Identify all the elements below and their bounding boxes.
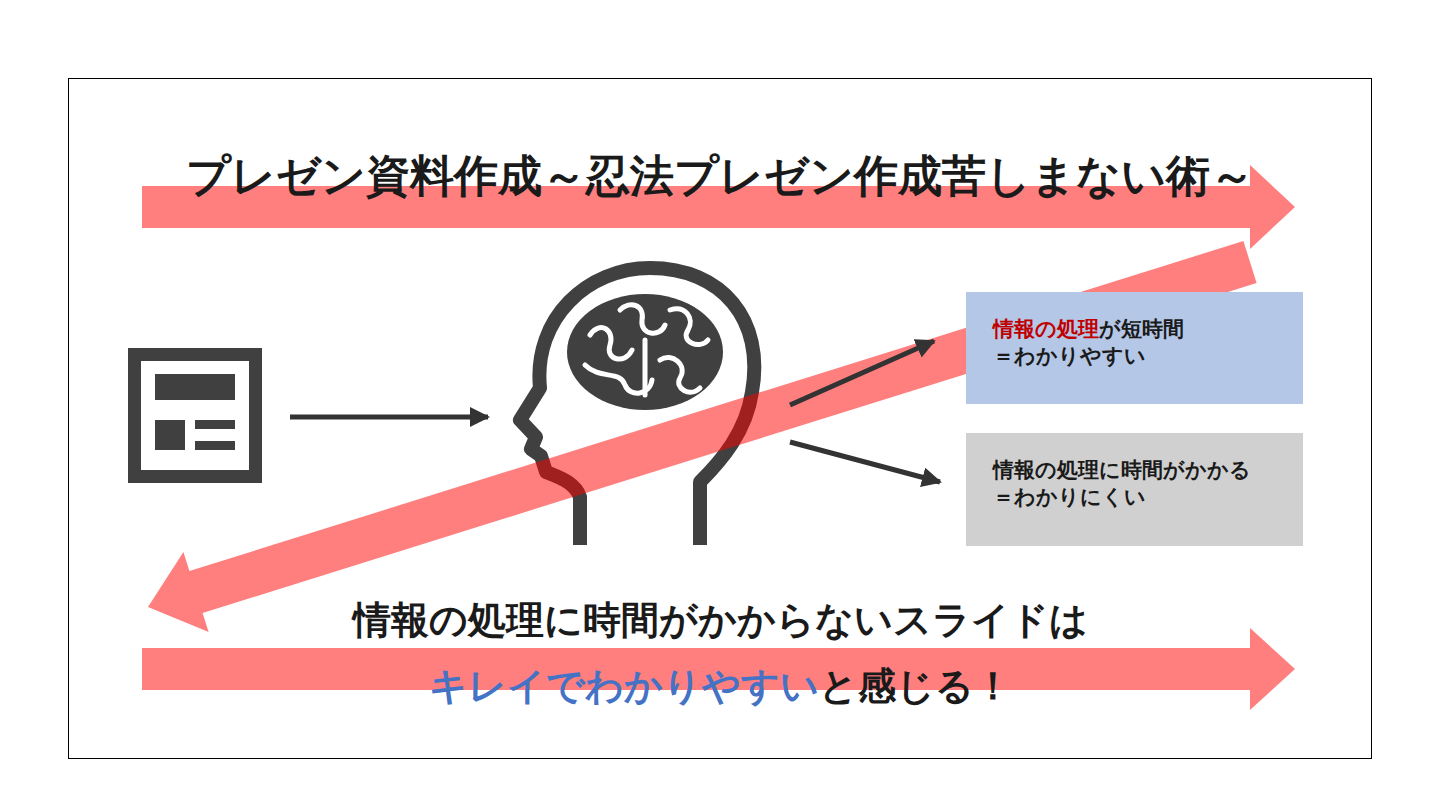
message-text: キレイでわかりやすい — [429, 664, 819, 708]
document-icon — [128, 348, 262, 483]
box-text: ＝わかりにくい — [993, 485, 1146, 509]
message-line: 情報の処理に時間がかからないスライドは — [353, 595, 1088, 646]
box-text: ＝わかりやすい — [993, 344, 1146, 368]
text-line: 情報の処理が短時間 — [993, 316, 1276, 343]
box-text: 情報の処理に時間がかかる — [993, 458, 1251, 482]
box-text: 情報の処理 — [993, 317, 1099, 341]
info-box: 情報の処理が短時間＝わかりやすい — [966, 292, 1303, 404]
text-line: ＝わかりやすい — [993, 343, 1276, 370]
title: プレゼン資料作成～忍法プレゼン作成苦しまない術～ — [186, 147, 1254, 206]
text-line: ＝わかりにくい — [993, 484, 1276, 511]
leader-arrow — [290, 341, 940, 482]
text-line: 情報の処理に時間がかかる — [993, 457, 1276, 484]
info-box: 情報の処理に時間がかかる ＝わかりにくい — [966, 433, 1303, 546]
message-text: と感じる！ — [819, 664, 1012, 708]
box-text: が短時間 — [1099, 317, 1184, 341]
message-text: 情報の処理に時間がかからないスライドは — [353, 598, 1088, 642]
message-line: キレイでわかりやすいと感じる！ — [429, 661, 1012, 712]
frame — [69, 79, 1372, 759]
